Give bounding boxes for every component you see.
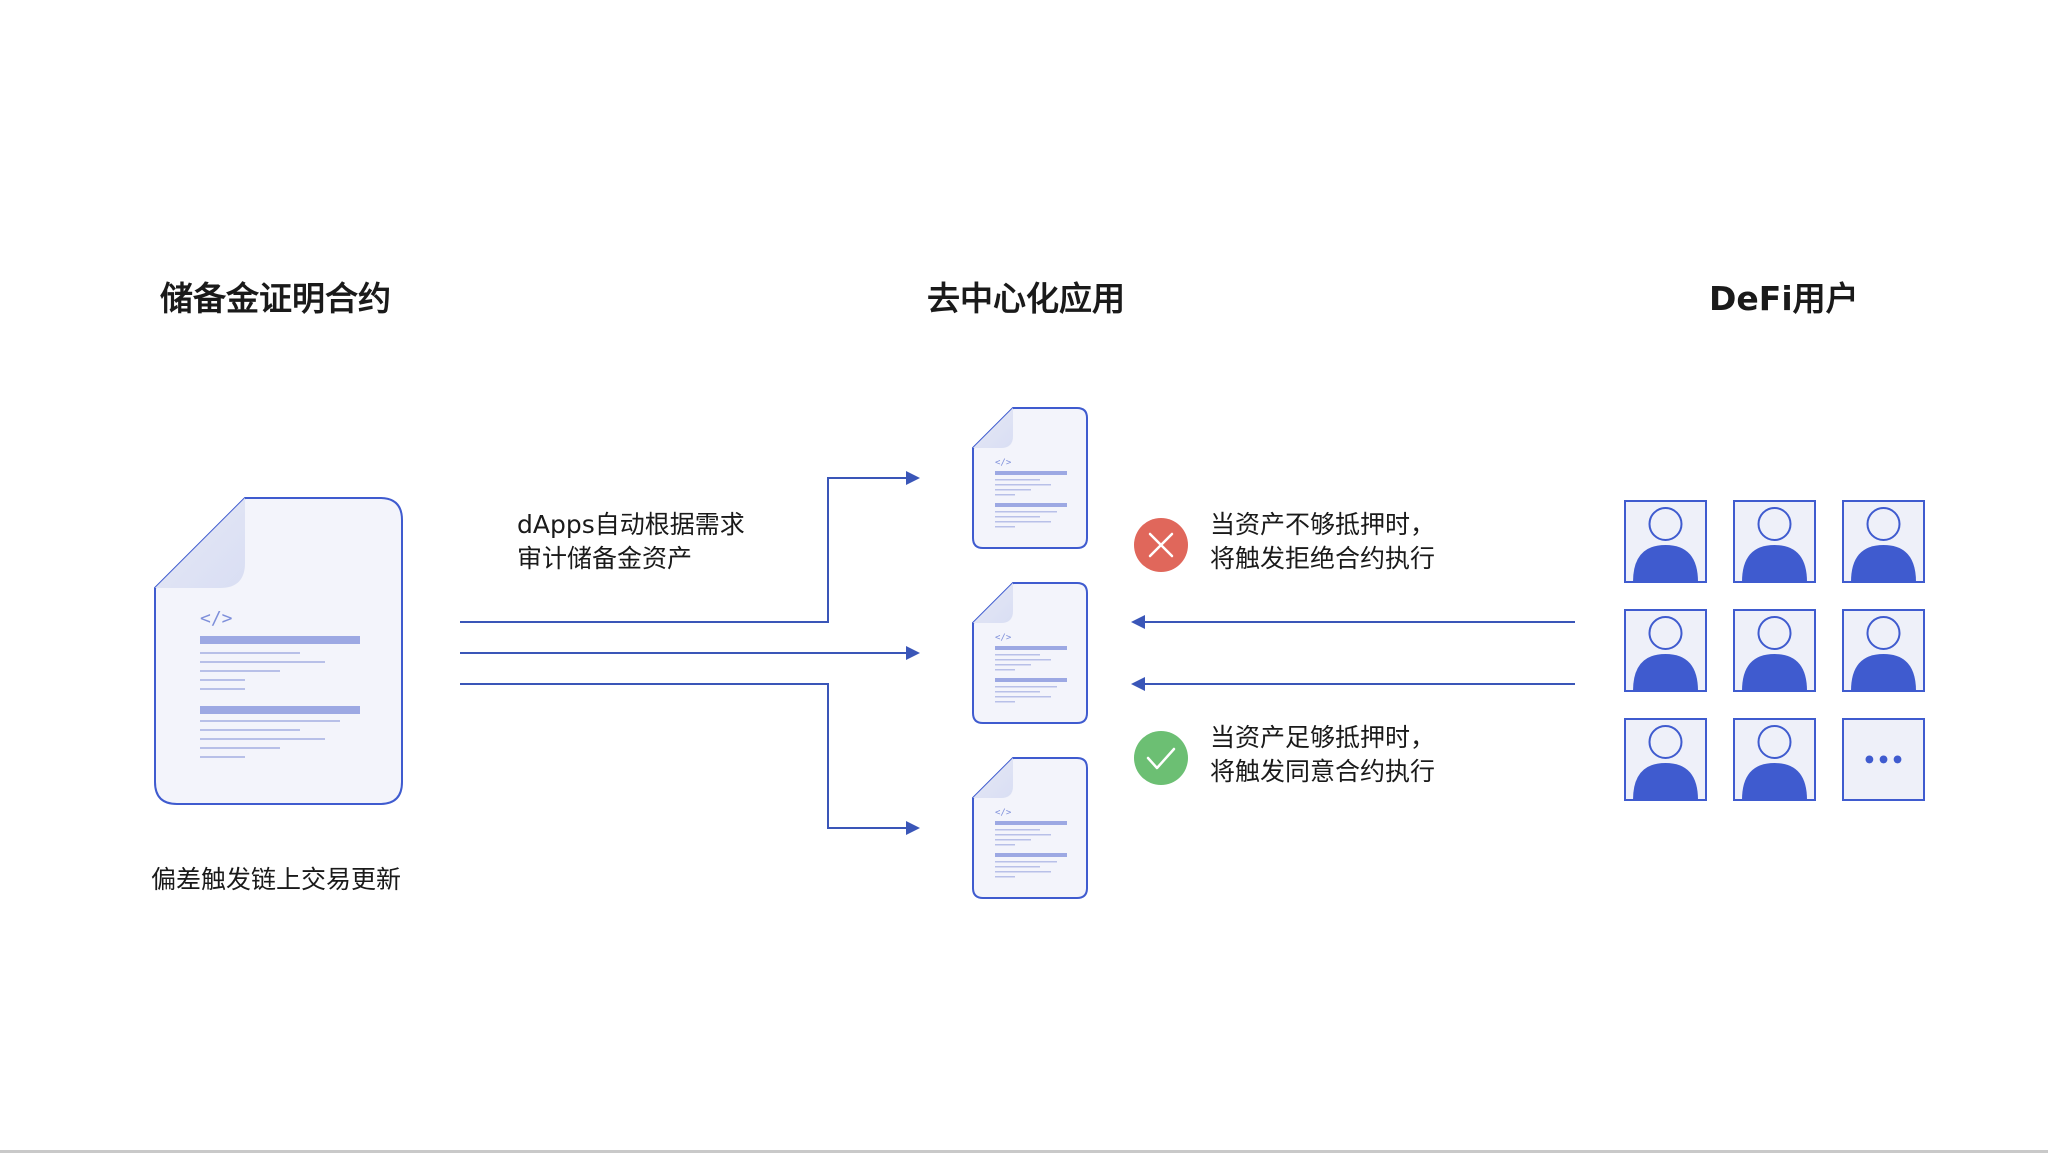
dapp-document-2: </> [972,582,1088,724]
svg-text:</>: </> [995,808,1012,818]
user-icon [1633,507,1698,582]
user-tile [1842,500,1925,583]
user-icon [1742,725,1807,800]
doc-bar [200,636,360,644]
user-icon [1742,616,1807,691]
title-defi-users: DeFi用户 [1709,279,1859,318]
code-icon: </> [200,608,233,629]
svg-text:</>: </> [995,633,1012,643]
user-tile [1624,718,1707,801]
more-icon: ••• [1862,749,1904,774]
connector-top [460,471,920,623]
user-icon [1851,616,1916,691]
title-reserve-contract: 储备金证明合约 [160,279,391,318]
right-connectors [1131,615,1575,691]
user-icon [1742,507,1807,582]
user-tile [1624,609,1707,692]
left-connectors [460,471,920,835]
user-tile [1733,500,1816,583]
svg-text:</>: </> [995,458,1012,468]
user-icon [1633,725,1698,800]
doc-bar [200,706,360,714]
more-users-tile: ••• [1842,718,1925,801]
accept-label-line1: 当资产足够抵押时， [1210,723,1436,752]
connector-bottom [460,683,920,835]
title-dapp: 去中心化应用 [927,279,1125,318]
reserve-contract-document: </> [154,497,403,805]
user-grid: ••• [1624,500,1925,801]
x-icon [1134,518,1188,572]
user-tile [1733,609,1816,692]
user-tile [1624,500,1707,583]
dapps-audit-label-line1: dApps自动根据需求 [517,510,745,539]
check-icon [1134,731,1188,785]
user-tile [1733,718,1816,801]
user-tile [1842,609,1925,692]
user-icon [1633,616,1698,691]
reject-label-line1: 当资产不够抵押时， [1210,510,1436,539]
dapps-audit-label-line2: 审计储备金资产 [517,544,693,573]
accept-label-line2: 将触发同意合约执行 [1210,757,1436,786]
dapp-document-1: </> [972,407,1088,549]
reject-label-line2: 将触发拒绝合约执行 [1210,544,1436,573]
deviation-label: 偏差触发链上交易更新 [151,865,402,894]
user-icon [1851,507,1916,582]
bottom-divider [0,1150,2048,1153]
dapp-document-3: </> [972,757,1088,899]
